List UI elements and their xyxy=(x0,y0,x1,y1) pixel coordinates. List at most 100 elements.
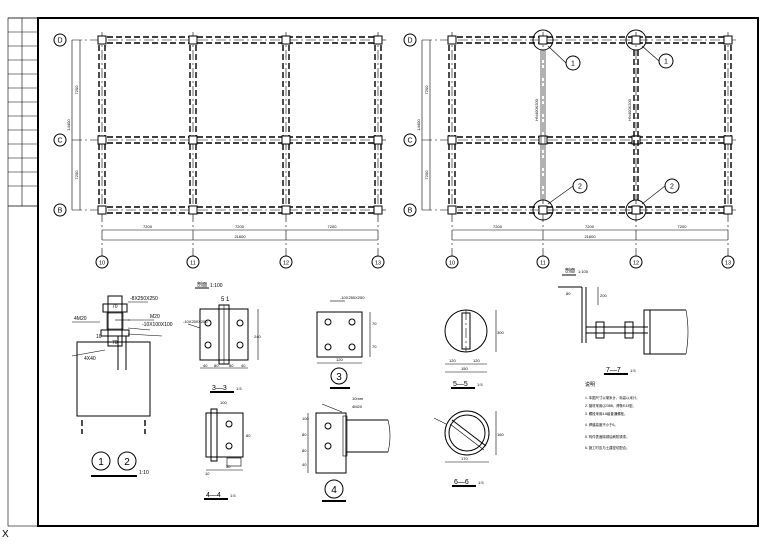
s4-note-1: 4M20 xyxy=(352,404,363,409)
s77-top-scale: 1:100 xyxy=(578,269,589,274)
s55-scale: 1:5 xyxy=(477,382,483,387)
row-label-0: D xyxy=(57,38,62,45)
s3-label: 3 xyxy=(336,372,342,383)
col-bubble-3 xyxy=(721,255,735,269)
col-bubble-3 xyxy=(371,255,385,269)
column-1-1 xyxy=(188,135,198,145)
detail-4-4: 100 80 50 10 4—4 1:5 xyxy=(204,400,251,500)
s66-dim-0: 170 xyxy=(461,456,468,461)
note-item-1: 2. 钢材采用Q235B，焊条E43型。 xyxy=(585,403,636,408)
note-item-4: 5. 构件表面除锈后刷防锈漆。 xyxy=(585,434,629,439)
s66-title: 6—6 xyxy=(454,479,469,486)
bay-dim-1: 7200 xyxy=(235,224,245,229)
col-label-2: 12 xyxy=(283,261,289,267)
column-1-0 xyxy=(538,35,548,45)
column-3-0 xyxy=(723,35,733,45)
s33-tag: 5 1 xyxy=(221,297,230,303)
column-2-0 xyxy=(631,35,641,45)
column-2-2 xyxy=(281,205,291,215)
column-0-0 xyxy=(447,35,457,45)
s66-scale: 1:5 xyxy=(478,480,484,485)
total-dim: 21600 xyxy=(234,234,246,239)
s4-note-0: 10mm xyxy=(352,396,364,401)
column-1-2 xyxy=(538,205,548,215)
s44-title: 4—4 xyxy=(206,492,221,499)
s33-dim-4: 240 xyxy=(254,334,261,339)
detail-column-base: -8X250X250 4M20 -10X100X100 M20 4X40 10 … xyxy=(71,295,173,477)
upper-detail-scale: 1:100 xyxy=(210,283,223,289)
s77-scale: 1:5 xyxy=(630,368,636,373)
detail12-note-7: 70 xyxy=(112,340,118,346)
bay-dim-0: 7200 xyxy=(493,224,503,229)
col-label-0: 10 xyxy=(99,261,105,267)
s3-top-note: -10X250X250 xyxy=(340,295,365,300)
col-label-1: 11 xyxy=(190,261,196,267)
s33-dim-0: 40 xyxy=(203,363,208,368)
callout-bubble-1 xyxy=(658,53,674,69)
col-bubble-1 xyxy=(186,255,200,269)
s77-title: 7—7 xyxy=(606,367,621,374)
callout-leader-3 xyxy=(641,185,666,205)
s44-dim-0: 100 xyxy=(220,400,227,405)
callout-leader-0 xyxy=(547,45,567,64)
ring-column-3 xyxy=(625,199,647,221)
col-bubble-0 xyxy=(445,255,459,269)
callout-label-1: 1 xyxy=(664,59,668,66)
col-label-2: 12 xyxy=(633,261,639,267)
col-bubble-1 xyxy=(536,255,550,269)
callout-leader-1 xyxy=(641,45,660,62)
column-3-0 xyxy=(373,35,383,45)
callout-label-0: 1 xyxy=(571,61,575,68)
detail12-scale: 1:10 xyxy=(139,470,149,476)
column-0-1 xyxy=(97,135,107,145)
side-dim-0: 7200 xyxy=(74,85,79,95)
s4-dim-3: 40 xyxy=(302,462,307,467)
callout-2: 2 xyxy=(124,457,130,468)
s77-dim-0: 80 xyxy=(566,291,571,296)
column-3-1 xyxy=(723,135,733,145)
detail12-note-3: M20 xyxy=(150,314,160,320)
col-label-0: 10 xyxy=(449,261,455,267)
callout-label-3: 2 xyxy=(670,184,674,191)
callout-leader-2 xyxy=(547,185,574,205)
callout-label-2: 2 xyxy=(578,184,582,191)
detail12-note-5: 10 xyxy=(96,334,102,340)
callout-bubble-3 xyxy=(664,178,680,194)
notes-block: 说明 1. 本图尺寸以毫米计，标高以米计。 2. 钢材采用Q235B，焊条E43… xyxy=(585,381,640,450)
column-1-1 xyxy=(538,135,548,145)
callout-bubble-0 xyxy=(565,55,581,71)
upper-detail-label: 剖面 xyxy=(197,281,207,288)
note-item-5: 6. 施工时应与土建密切配合。 xyxy=(585,445,629,450)
s77-top-label: 剖面 xyxy=(565,267,575,274)
s4-dim-1: 80 xyxy=(302,432,307,437)
detail-6-6: 160 170 6—6 1:5 xyxy=(433,410,504,487)
col-label-1: 11 xyxy=(540,261,546,267)
s3-dim-1: 70 xyxy=(372,321,377,326)
row-label-1: C xyxy=(407,138,412,145)
col-label-3: 13 xyxy=(375,261,381,267)
detail12-note-0: -8X250X250 xyxy=(130,296,158,302)
s55-dim-0: 150 xyxy=(461,366,468,371)
outer-frame xyxy=(7,17,759,527)
s4-dim-2: 80 xyxy=(302,448,307,453)
beam-label-0: HN400X200 xyxy=(534,98,539,121)
note-item-3: 4. 焊缝高度不小于6。 xyxy=(585,422,618,427)
s55-dim-2: 120 xyxy=(473,358,480,363)
row-label-0: D xyxy=(407,38,412,45)
inner-frame xyxy=(37,17,759,527)
s77-dim-1: 200 xyxy=(600,293,607,298)
row-label-2: B xyxy=(58,208,63,215)
side-dim-1: 7200 xyxy=(424,170,429,180)
s33-dim-1: 80 xyxy=(214,363,219,368)
ring-column-2 xyxy=(532,199,554,221)
side-total: 14400 xyxy=(416,119,421,131)
corner-mark: X xyxy=(2,529,9,540)
s33-scale: 1:5 xyxy=(236,386,242,391)
detail12-note-4: 4X40 xyxy=(84,356,96,362)
s66-dim-1: 160 xyxy=(497,432,504,437)
title-strip xyxy=(8,17,38,207)
side-dim-0: 7200 xyxy=(424,85,429,95)
beam-label-1: HN400X200 xyxy=(627,98,632,121)
